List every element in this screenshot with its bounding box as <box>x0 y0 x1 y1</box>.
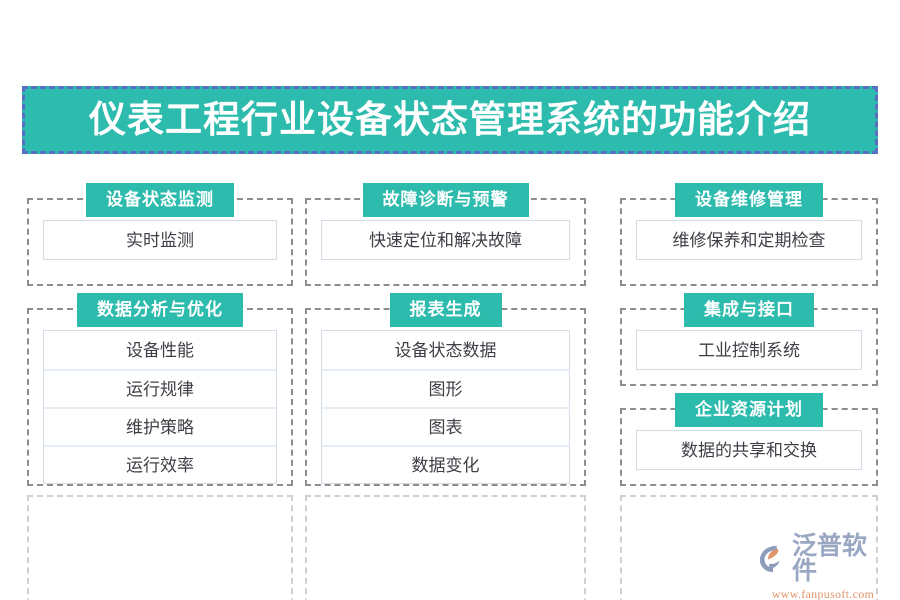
group-body-device-status-monitoring: 实时监测 <box>43 220 277 260</box>
group-data-analysis-optimization[interactable]: 数据分析与优化 设备性能 运行规律 维护策略 运行效率 <box>27 293 293 486</box>
group-badge-enterprise-resource-planning[interactable]: 企业资源计划 <box>675 393 823 427</box>
group-device-status-monitoring[interactable]: 设备状态监测 实时监测 <box>27 183 293 286</box>
group-badge-data-analysis-optimization[interactable]: 数据分析与优化 <box>77 293 243 327</box>
group-body-enterprise-resource-planning: 数据的共享和交换 <box>636 430 862 470</box>
page-title: 仪表工程行业设备状态管理系统的功能介绍 <box>89 99 811 141</box>
list-item[interactable]: 工业控制系统 <box>637 331 861 369</box>
list-item[interactable]: 数据的共享和交换 <box>637 431 861 469</box>
group-badge-fault-diagnosis-warning[interactable]: 故障诊断与预警 <box>362 183 529 217</box>
page-title-banner: 仪表工程行业设备状态管理系统的功能介绍 <box>22 86 878 154</box>
brand-logo: 泛普软件 www.fanpusoft.com <box>758 534 888 600</box>
group-enterprise-resource-planning[interactable]: 企业资源计划 数据的共享和交换 <box>620 393 878 486</box>
group-body-integration-interface: 工业控制系统 <box>636 330 862 370</box>
list-item[interactable]: 运行规律 <box>44 369 276 407</box>
group-body-data-analysis-optimization: 设备性能 运行规律 维护策略 运行效率 <box>43 330 277 484</box>
list-item[interactable]: 设备性能 <box>44 331 276 369</box>
list-item[interactable]: 设备状态数据 <box>322 331 569 369</box>
group-body-fault-diagnosis-warning: 快速定位和解决故障 <box>321 220 570 260</box>
group-badge-report-generation[interactable]: 报表生成 <box>389 293 502 327</box>
fanpu-leaf-icon <box>759 545 780 573</box>
list-item[interactable]: 实时监测 <box>44 221 276 259</box>
list-item[interactable]: 图表 <box>322 407 569 445</box>
group-report-generation[interactable]: 报表生成 设备状态数据 图形 图表 数据变化 <box>305 293 586 486</box>
list-item[interactable]: 维护策略 <box>44 407 276 445</box>
group-integration-interface[interactable]: 集成与接口 工业控制系统 <box>620 293 878 386</box>
group-body-device-maintenance-management: 维修保养和定期检查 <box>636 220 862 260</box>
group-placeholder-center <box>305 495 586 600</box>
group-badge-device-maintenance-management[interactable]: 设备维修管理 <box>675 183 823 217</box>
group-placeholder-left <box>27 495 293 600</box>
list-item[interactable]: 图形 <box>322 369 569 407</box>
brand-url: www.fanpusoft.com <box>771 587 875 600</box>
brand-logo-row: 泛普软件 <box>758 534 888 584</box>
list-item[interactable]: 维修保养和定期检查 <box>637 221 861 259</box>
brand-name: 泛普软件 <box>792 532 868 585</box>
list-item[interactable]: 运行效率 <box>44 445 276 483</box>
list-item[interactable]: 快速定位和解决故障 <box>322 221 569 259</box>
group-placeholder-right <box>620 495 878 600</box>
group-badge-integration-interface[interactable]: 集成与接口 <box>684 293 814 327</box>
group-fault-diagnosis-warning[interactable]: 故障诊断与预警 快速定位和解决故障 <box>305 183 586 286</box>
group-device-maintenance-management[interactable]: 设备维修管理 维修保养和定期检查 <box>620 183 878 286</box>
group-badge-device-status-monitoring[interactable]: 设备状态监测 <box>86 183 234 217</box>
group-body-report-generation: 设备状态数据 图形 图表 数据变化 <box>321 330 570 484</box>
list-item[interactable]: 数据变化 <box>322 445 569 483</box>
